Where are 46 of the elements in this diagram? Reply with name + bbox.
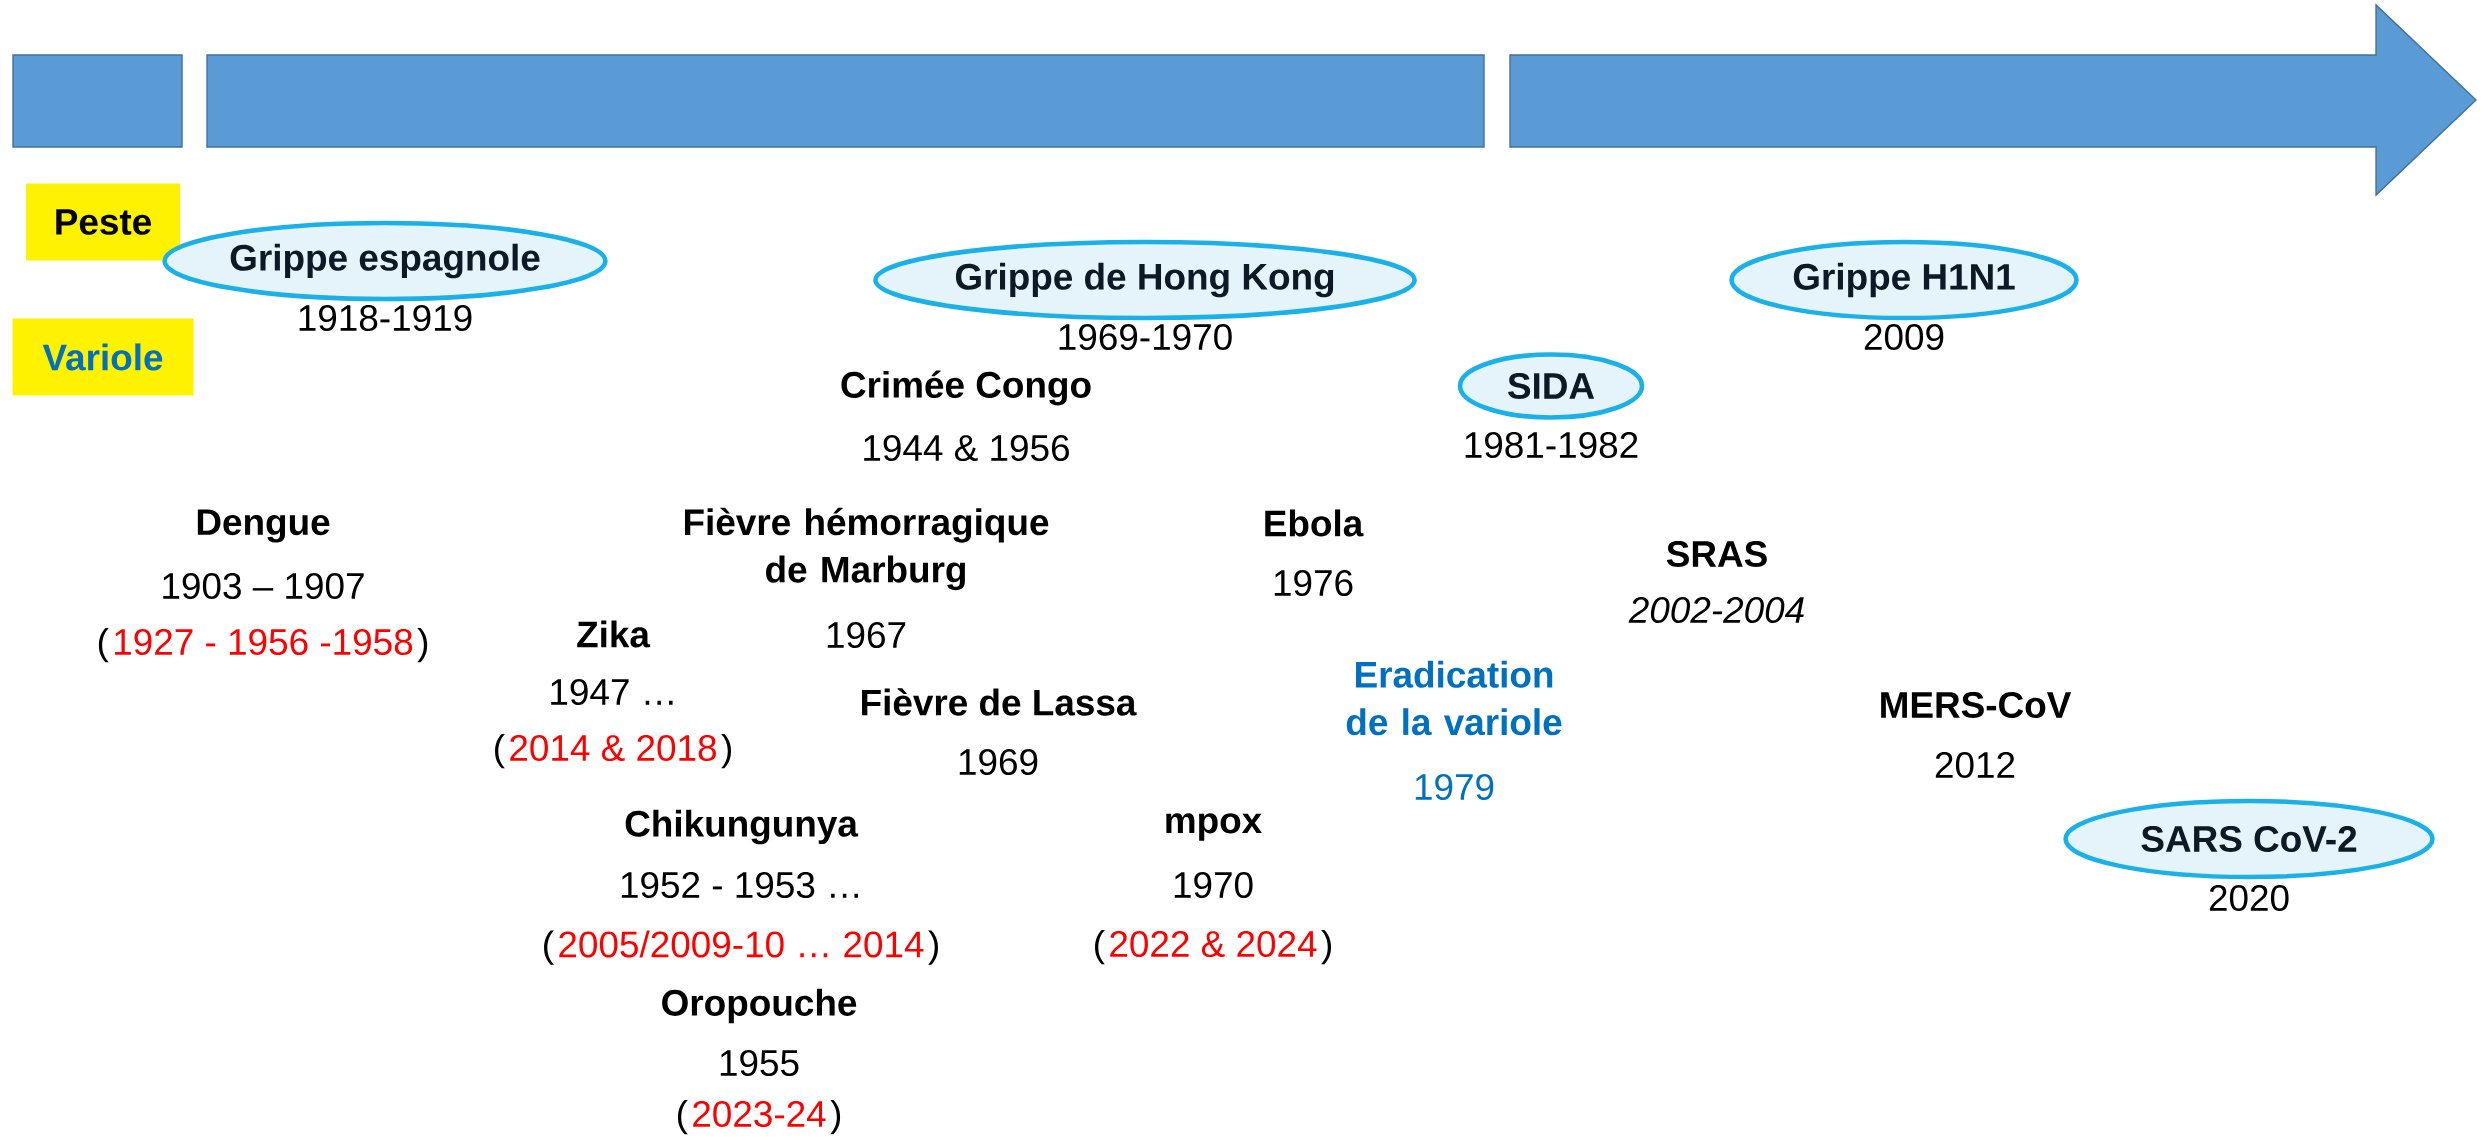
date-label: 1979	[1415, 773, 1494, 801]
date-label: 1927 - 1956 -1958	[115, 628, 413, 656]
date-label: 1903 – 1907	[163, 572, 364, 600]
date-label: 1918-1919	[299, 304, 472, 332]
date-label: 1976	[1274, 569, 1353, 597]
date-label: 2005/2009-10 … 2014	[559, 930, 924, 958]
parenthesis: (	[98, 627, 109, 663]
disease-name: Fièvre hémorragique de Marburg	[685, 507, 1049, 591]
disease-name: MERS-CoV	[1881, 691, 2072, 719]
disease-name: Chikungunya	[625, 809, 859, 845]
disease-name: SRAS	[1666, 540, 1767, 568]
disease-name: Zika	[577, 620, 651, 648]
date-label: 2009	[1864, 323, 1944, 351]
date-label: 1955	[720, 1049, 799, 1077]
parenthesis: )	[928, 930, 938, 965]
date-label: 1969-1970	[1059, 323, 1232, 351]
date-label: 1967	[827, 621, 906, 649]
parenthesis: (	[1095, 929, 1105, 965]
date-label: 2014 & 2018	[510, 734, 716, 762]
date-label: 1970	[1174, 871, 1253, 899]
date-label: 2020	[2209, 884, 2289, 912]
parenthesis: (	[678, 1099, 688, 1135]
disease-name: Ebola	[1265, 509, 1364, 537]
parenthesis: )	[417, 627, 428, 663]
parenthesis: (	[495, 733, 505, 769]
date-label: 2002-2004	[1628, 596, 1804, 624]
disease-name: Crimée Congo	[841, 370, 1091, 406]
disease-name: Dengue	[197, 509, 330, 543]
parenthesis: )	[721, 733, 731, 769]
highlight-box: Variole	[12, 318, 194, 396]
date-label: 1981-1982	[1465, 431, 1638, 459]
highlight-box: Peste	[26, 183, 180, 261]
disease-name: mpox	[1166, 813, 1262, 841]
parenthesis: (	[544, 930, 554, 965]
disease-name: Oropouche	[662, 988, 857, 1024]
date-label: 1969	[959, 748, 1038, 776]
disease-name: Fièvre de Lassa	[862, 688, 1137, 716]
date-label: 2023-24	[693, 1100, 826, 1128]
date-label: 2012	[1935, 751, 2015, 779]
parenthesis: )	[1321, 929, 1331, 965]
date-label: 1947 …	[551, 678, 673, 706]
date-label: 2022 & 2024	[1110, 930, 1317, 958]
date-label: 1952 - 1953 …	[621, 871, 858, 899]
event-name: Eradication de la variole	[1346, 660, 1562, 736]
parenthesis: )	[830, 1099, 841, 1135]
date-label: 1944 & 1956	[864, 434, 1069, 462]
